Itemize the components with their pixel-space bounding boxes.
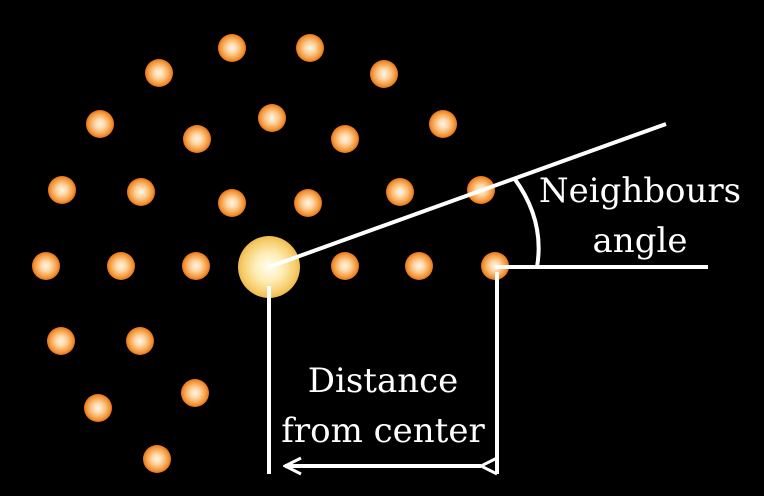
distance-label-line1: Distance bbox=[308, 361, 459, 401]
seed-dot bbox=[405, 252, 433, 280]
seed-dot bbox=[86, 110, 114, 138]
neighbour-ray bbox=[268, 122, 667, 269]
seed-dot bbox=[145, 59, 173, 87]
angle-arc bbox=[512, 176, 541, 268]
angle-construction bbox=[268, 122, 708, 269]
distance-label-line2: from center bbox=[281, 411, 485, 451]
seed-dot bbox=[107, 252, 135, 280]
seed-dot bbox=[47, 327, 75, 355]
seed-dot bbox=[181, 379, 209, 407]
seed-dots bbox=[32, 34, 509, 473]
seed-dot bbox=[331, 125, 359, 153]
seed-dot bbox=[429, 110, 457, 138]
distance-construction bbox=[267, 272, 499, 474]
seed-dot bbox=[258, 104, 286, 132]
seed-dot bbox=[218, 189, 246, 217]
seed-dot bbox=[294, 189, 322, 217]
seed-dot bbox=[386, 178, 414, 206]
seed-dot bbox=[370, 60, 398, 88]
seed-dot bbox=[126, 327, 154, 355]
seed-dot bbox=[48, 176, 76, 204]
seed-dot bbox=[84, 394, 112, 422]
seed-dot bbox=[218, 34, 246, 62]
seed-dot bbox=[127, 178, 155, 206]
seed-dot bbox=[32, 252, 60, 280]
seed-dot bbox=[331, 252, 359, 280]
seed-dot bbox=[296, 34, 324, 62]
angle-label-line1: Neighbours bbox=[539, 171, 741, 211]
seed-dot bbox=[182, 252, 210, 280]
seed-dot bbox=[143, 445, 171, 473]
seed-dot bbox=[183, 125, 211, 153]
angle-label-line2: angle bbox=[593, 221, 688, 261]
